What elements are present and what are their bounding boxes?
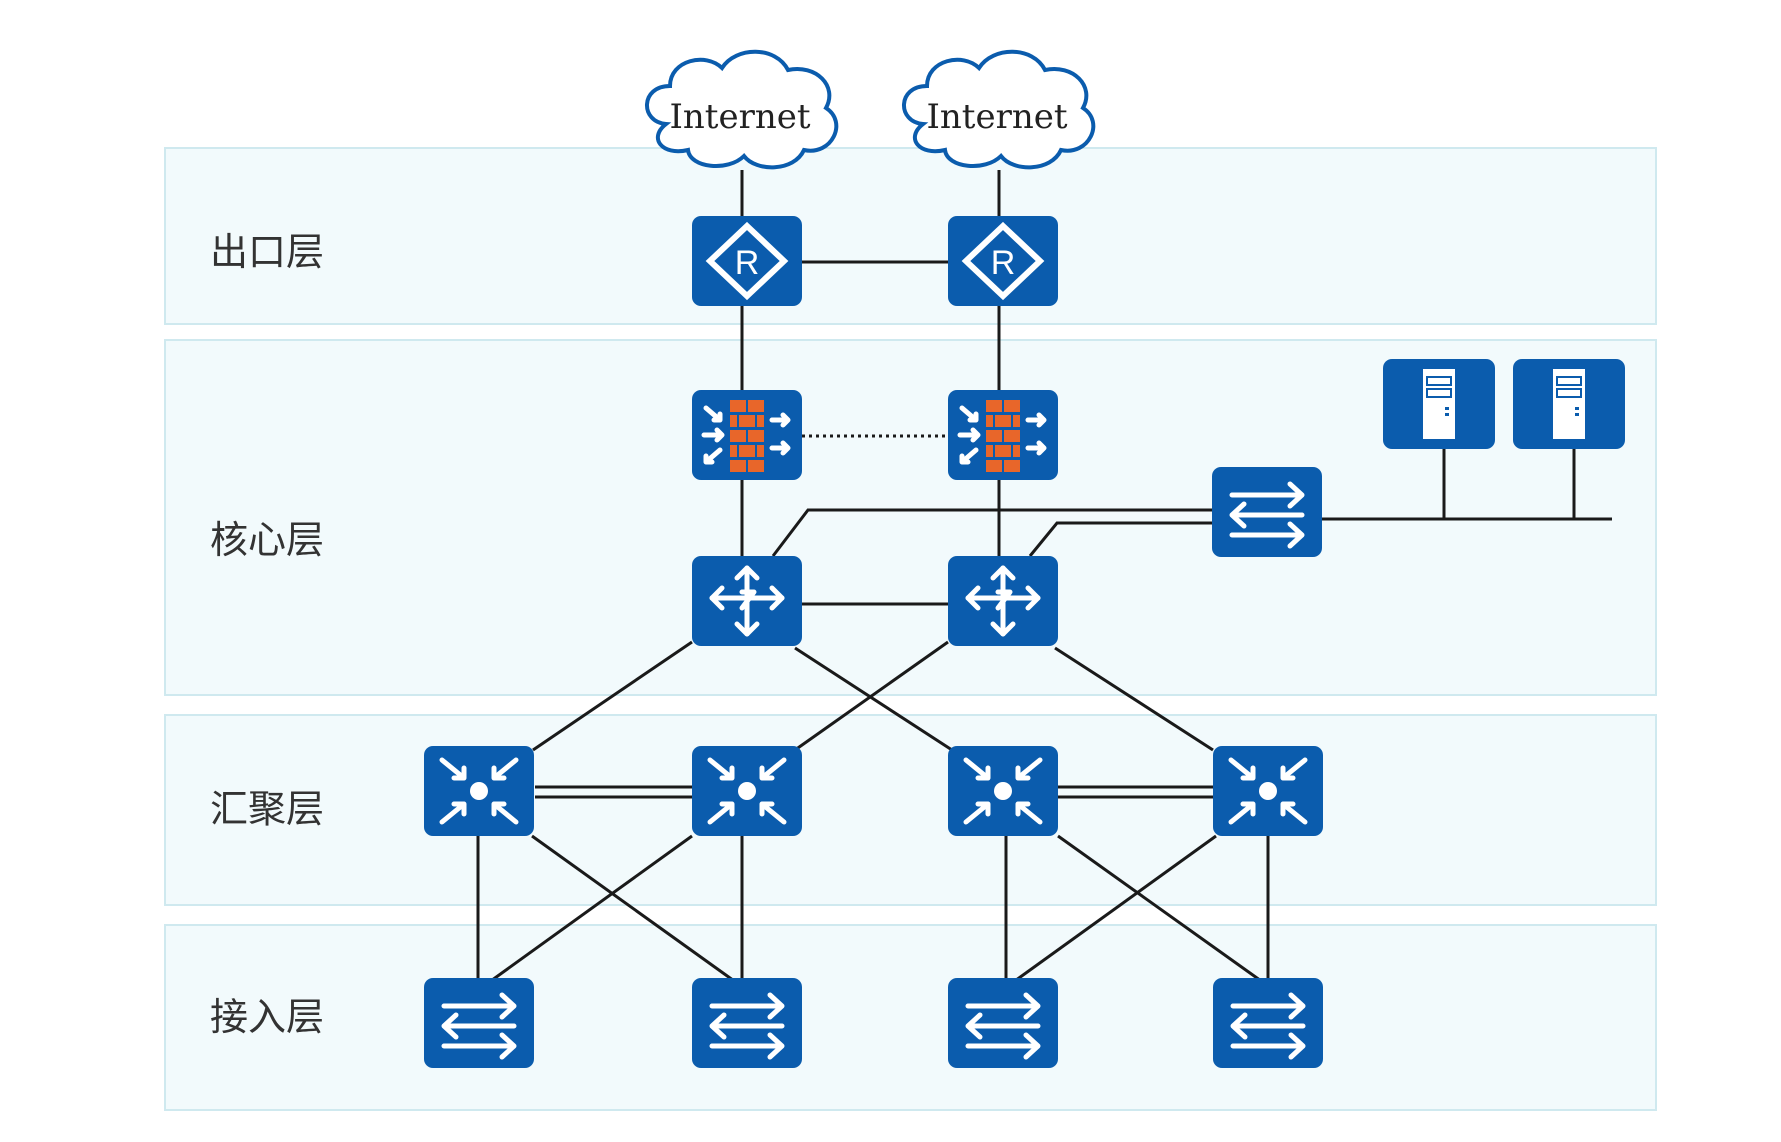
server-icon xyxy=(1512,358,1626,450)
core-switch-icon xyxy=(692,556,802,646)
cloud-left-label: Internet xyxy=(669,97,810,137)
access-switch-icon xyxy=(948,978,1058,1068)
aggregation-layer-band xyxy=(164,714,1657,906)
access-switch-icon xyxy=(1213,978,1323,1068)
core-switch-icon xyxy=(948,556,1058,646)
link-core-left-agg-1 xyxy=(532,640,693,752)
access-layer-label: 接入层 xyxy=(210,995,324,1039)
egress-layer-label: 出口层 xyxy=(210,230,324,274)
firewall-icon xyxy=(948,390,1058,480)
access-layer-band xyxy=(164,924,1657,1111)
aggregation-layer-label: 汇聚层 xyxy=(210,787,324,831)
link-core-right-server-switch xyxy=(1028,521,1212,557)
link-core-right-agg-4 xyxy=(1054,646,1214,752)
router-letter: R xyxy=(735,244,760,282)
link-agg-4-access-3 xyxy=(1011,834,1217,985)
link-core-left-server-switch xyxy=(771,508,1212,557)
internet-cloud-right: Internet xyxy=(901,49,1096,170)
link-core-left-agg-3 xyxy=(794,646,953,752)
access-switch-icon xyxy=(424,978,534,1068)
link-agg-1-access-2 xyxy=(531,834,738,985)
links xyxy=(476,170,1612,985)
router-icon: R xyxy=(948,216,1058,306)
server-icon xyxy=(1382,358,1496,450)
aggregation-switch-icon xyxy=(1213,746,1323,836)
aggregation-switch-icon xyxy=(424,746,534,836)
access-switch-icon xyxy=(1212,467,1322,557)
layer-bands xyxy=(164,147,1657,1111)
link-agg-2-access-1 xyxy=(487,834,693,985)
access-switch-icon xyxy=(692,978,802,1068)
link-core-right-agg-2 xyxy=(794,640,949,752)
aggregation-switch-icon xyxy=(948,746,1058,836)
internet-cloud-left: Internet xyxy=(644,49,839,170)
egress-layer-band xyxy=(164,147,1657,325)
firewall-icon xyxy=(692,390,802,480)
cloud-right-label: Internet xyxy=(926,97,1067,137)
aggregation-switch-icon xyxy=(692,746,802,836)
router-letter: R xyxy=(991,244,1016,282)
link-agg-3-access-4 xyxy=(1057,834,1265,985)
router-icon: R xyxy=(692,216,802,306)
core-layer-label: 核心层 xyxy=(210,518,324,562)
egress-router-right: R xyxy=(948,216,1058,306)
egress-router-left: R xyxy=(692,216,802,306)
